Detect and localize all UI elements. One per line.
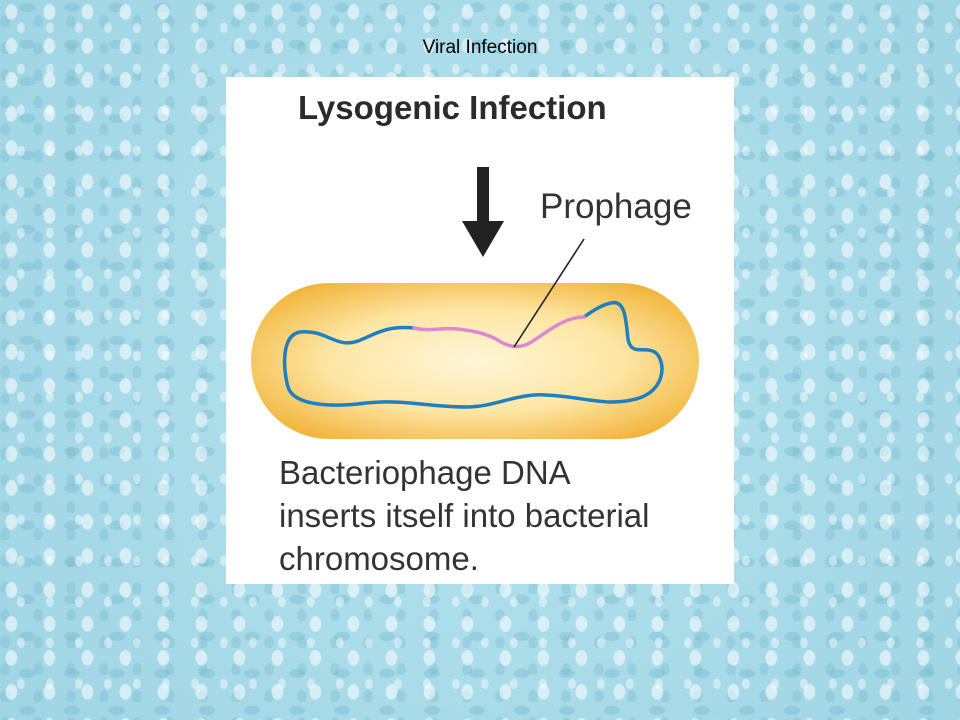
lysogeny-diagram <box>251 167 699 439</box>
figure-heading: Lysogenic Infection <box>298 89 607 126</box>
prophage-label: Prophage <box>540 187 692 226</box>
down-arrow-icon <box>462 167 504 257</box>
figure-caption: Bacteriophage DNA inserts itself into ba… <box>279 451 719 580</box>
prophage-dna <box>412 315 586 349</box>
lysogenic-infection-figure: Lysogenic Infection Prophage Bacteriopha… <box>226 77 734 584</box>
slide-title: Viral Infection <box>422 37 538 58</box>
caption-line: inserts itself into bacterial <box>279 497 650 534</box>
prophage-leader-line <box>513 238 585 348</box>
bacterial-cell <box>251 283 699 439</box>
bacterial-chromosome <box>282 300 664 409</box>
caption-line: Bacteriophage DNA <box>279 454 571 491</box>
caption-line: chromosome. <box>279 540 479 577</box>
